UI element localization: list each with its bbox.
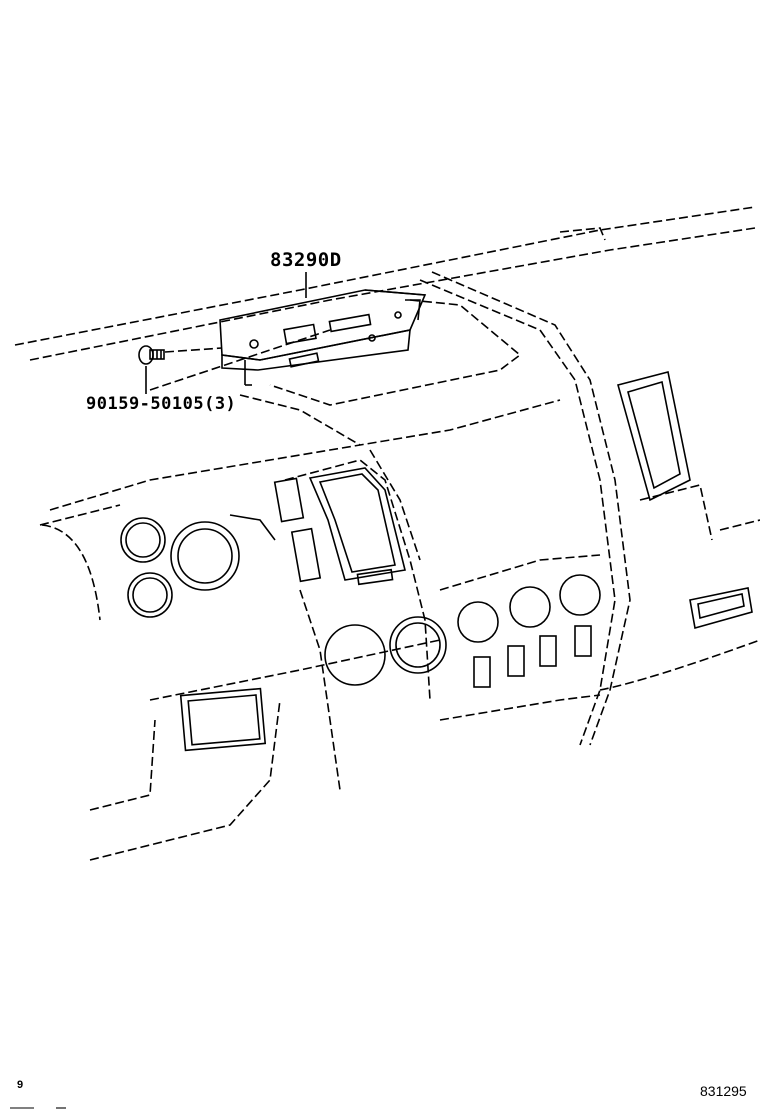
part-number-label-screw: 90159-50105(3) <box>86 394 237 414</box>
part-number-label-display: 83290D <box>270 249 342 271</box>
illustration-code: 831295 <box>700 1083 747 1099</box>
mounting-screw-icon <box>138 345 165 365</box>
hvac-controls <box>457 574 601 688</box>
corner-mark: 9 <box>17 1079 24 1091</box>
dashboard-body <box>39 271 631 861</box>
dash-top-surface <box>149 299 522 446</box>
instrument-cluster <box>41 514 276 621</box>
multi-display-assembly <box>219 289 427 386</box>
leader-lines <box>145 272 307 394</box>
passenger-side-panel <box>599 371 760 691</box>
driver-side-vent <box>179 687 267 752</box>
center-stack <box>273 459 447 791</box>
windshield-lines <box>14 206 756 361</box>
